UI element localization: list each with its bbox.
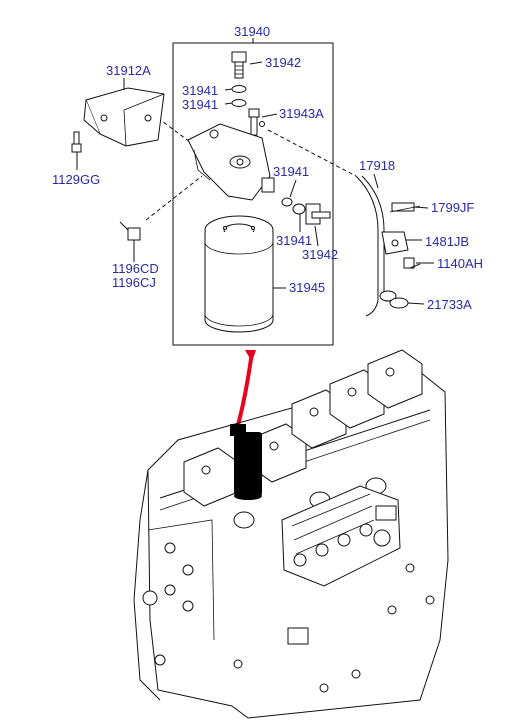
- valve-cover-1: [183, 447, 239, 507]
- leader-31942-bottom: [314, 225, 319, 247]
- vent-plug-31943A[interactable]: [248, 108, 265, 136]
- pointer-arrowhead: [245, 350, 256, 362]
- label-21733A: 21733A: [427, 297, 472, 312]
- bolt-1140AH[interactable]: [403, 257, 421, 269]
- washer-31941-c[interactable]: [281, 197, 293, 207]
- clamp-1481JB[interactable]: [381, 231, 409, 255]
- engine-block: [133, 349, 449, 719]
- leader-31941-b: [224, 102, 233, 105]
- bolt-1196CD[interactable]: [119, 221, 141, 241]
- fuel-hose-17918[interactable]: [355, 175, 379, 317]
- label-1196CD: 1196CD: [112, 261, 159, 276]
- leader-31943A: [261, 113, 278, 118]
- leader-31942-top: [249, 61, 263, 65]
- label-31912A: 31912A: [106, 63, 151, 78]
- valve-cover-5: [367, 349, 423, 409]
- label-31941-a: 31941: [182, 83, 218, 98]
- washer-31941-b[interactable]: [231, 99, 247, 107]
- dash-bolt-to-head: [145, 175, 203, 221]
- label-31941-c: 31941: [273, 164, 309, 179]
- injection-pump: [281, 485, 401, 587]
- label-31942-top: 31942: [265, 55, 301, 70]
- label-31941-b: 31941: [182, 97, 218, 112]
- bracket-31912A[interactable]: [83, 87, 165, 147]
- leader-31941-c: [289, 179, 297, 198]
- dash-bracket-to-head: [157, 117, 191, 143]
- label-31941-d: 31941: [276, 233, 312, 248]
- leader-1799JF: [413, 206, 429, 209]
- valve-cover-2: [251, 423, 307, 483]
- pointer-arrow: [236, 351, 254, 426]
- label-1129GG: 1129GG: [52, 172, 100, 187]
- bolt-31942-bottom[interactable]: [305, 203, 331, 225]
- label-1196CJ: 1196CJ: [112, 275, 156, 290]
- washer-31941-d[interactable]: [292, 203, 306, 215]
- filter-head[interactable]: [187, 123, 275, 201]
- label-31940: 31940: [234, 24, 270, 39]
- dash-head-to-hose: [267, 129, 357, 177]
- washer-31941-a[interactable]: [231, 85, 247, 93]
- label-31943A: 31943A: [279, 106, 324, 121]
- label-31942-bottom: 31942: [302, 247, 338, 262]
- filter-cartridge-31945[interactable]: [204, 215, 274, 333]
- filter-location-highlight: [230, 424, 262, 500]
- label-17918: 17918: [359, 158, 395, 173]
- leader-21733A: [407, 302, 425, 305]
- label-1799JF: 1799JF: [431, 200, 474, 215]
- bolt-31942-top[interactable]: [231, 51, 247, 79]
- leader-31941-a: [224, 88, 233, 91]
- bolt-1129GG[interactable]: [71, 131, 82, 153]
- label-31945: 31945: [289, 280, 325, 295]
- label-1140AH: 1140AH: [437, 256, 483, 271]
- leader-17918: [373, 173, 379, 189]
- oring-21733A[interactable]: [379, 290, 409, 309]
- label-1481JB: 1481JB: [425, 234, 469, 249]
